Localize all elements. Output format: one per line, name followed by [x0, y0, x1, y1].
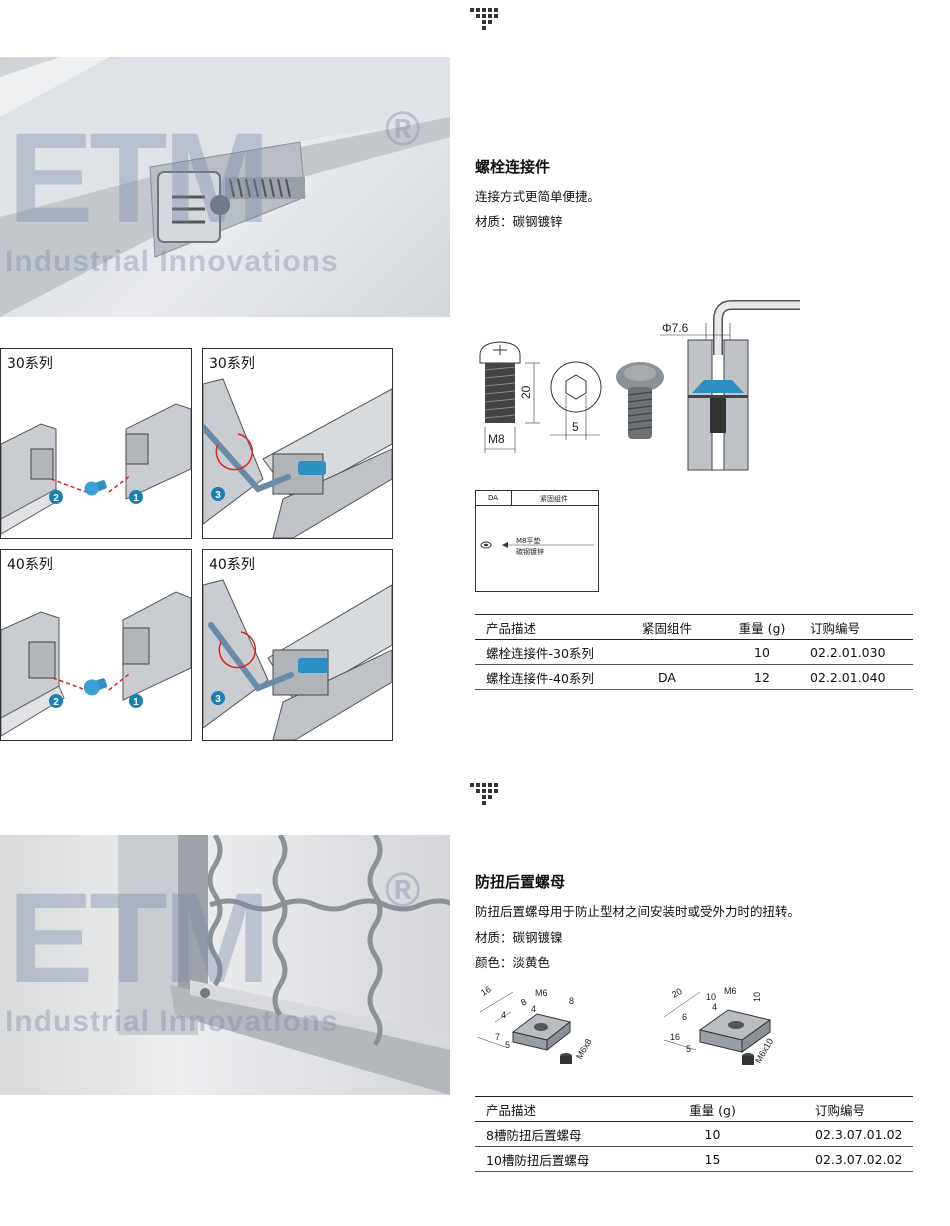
- nut-8-slot-drawing: 16 8 4 M6 8 4 7 5 M6x8: [476, 984, 594, 1064]
- section-title: 防扭后置螺母: [475, 873, 566, 891]
- col-weight: 重量 (g): [738, 620, 786, 636]
- description: 连接方式更简单便捷。: [475, 189, 601, 204]
- svg-text:5: 5: [505, 1040, 510, 1050]
- series-label: 30系列: [209, 356, 255, 372]
- material-text: 材质：碳钢镀锌: [475, 214, 563, 229]
- step-number-2: 2: [53, 493, 59, 504]
- svg-text:6: 6: [682, 1012, 687, 1022]
- svg-text:8: 8: [569, 996, 574, 1006]
- step-number-2: 2: [53, 697, 59, 708]
- svg-text:M6: M6: [724, 986, 737, 996]
- table-row: 10槽防扭后置螺母 15 02.3.07.02.02: [475, 1147, 913, 1172]
- dim-hex: 5: [572, 420, 579, 434]
- anti-twist-nut-photo: ETM ® Industrial Innovations: [0, 835, 450, 1095]
- step-number-3: 3: [215, 490, 221, 501]
- assembly-step-40-insert: 40系列 2 1: [0, 549, 192, 741]
- bolt-connector-table: 产品描述 紧固组件 重量 (g) 订购编号 螺栓连接件-30系列 10 02.2…: [475, 614, 913, 690]
- step-number-1: 1: [133, 697, 139, 708]
- dim-thread: M8: [488, 432, 505, 446]
- watermark-logo: ETM: [8, 867, 270, 1010]
- table-row: 螺栓连接件-40系列 DA 12 02.2.01.040: [475, 665, 913, 690]
- anti-twist-nut-table: 产品描述 重量 (g) 订购编号 8槽防扭后置螺母 10 02.3.07.01.…: [475, 1096, 913, 1172]
- table-row: 螺栓连接件-30系列 10 02.2.01.030: [475, 640, 913, 665]
- section-title: 螺栓连接件: [475, 158, 551, 176]
- step-number-1: 1: [133, 493, 139, 504]
- svg-text:4: 4: [531, 1004, 536, 1014]
- series-label: 40系列: [7, 557, 53, 573]
- svg-text:7: 7: [495, 1032, 500, 1042]
- watermark-tagline: Industrial Innovations: [5, 1005, 339, 1038]
- series-label: 30系列: [7, 356, 53, 372]
- registered-mark: ®: [385, 103, 421, 156]
- svg-text:10: 10: [752, 992, 762, 1002]
- svg-text:M6: M6: [535, 988, 548, 998]
- dim-length: 20: [519, 385, 533, 399]
- brand-mark-icon: [470, 8, 504, 34]
- col-order-no: 订购编号: [815, 1102, 866, 1118]
- svg-text:4: 4: [501, 1010, 506, 1020]
- registered-mark: ®: [385, 864, 421, 917]
- assembly-step-30-tighten: 30系列 3: [202, 348, 393, 539]
- color-text: 颜色：淡黄色: [475, 955, 551, 970]
- watermark-logo: ETM: [8, 107, 270, 250]
- col-order-no: 订购编号: [810, 620, 861, 636]
- col-description: 产品描述: [486, 1102, 537, 1118]
- col-fastener: 紧固组件: [641, 620, 692, 636]
- series-label: 40系列: [209, 557, 255, 573]
- kit-label: 紧固组件: [540, 495, 568, 503]
- watermark-tagline: Industrial Innovations: [5, 245, 339, 278]
- svg-text:M6x8: M6x8: [574, 1037, 594, 1061]
- kit-code: DA: [488, 494, 499, 502]
- svg-text:10: 10: [706, 992, 716, 1002]
- bolt-technical-drawing: 20 M8 5 Φ7.6: [479, 300, 800, 471]
- svg-text:20: 20: [670, 986, 684, 1000]
- svg-text:16: 16: [479, 984, 493, 998]
- col-description: 产品描述: [486, 620, 537, 636]
- svg-text:5: 5: [686, 1044, 691, 1054]
- brand-mark-icon: [470, 783, 504, 809]
- washer-label: M8平垫: [516, 537, 541, 545]
- dim-hole: Φ7.6: [662, 321, 689, 335]
- washer-material: 碳钢镀锌: [516, 548, 544, 556]
- svg-text:16: 16: [670, 1032, 680, 1042]
- fastener-kit-box: DA 紧固组件 M8平垫 碳钢镀锌: [475, 490, 599, 592]
- col-weight: 重量 (g): [689, 1102, 736, 1118]
- table-row: 8槽防扭后置螺母 10 02.3.07.01.02: [475, 1122, 913, 1147]
- assembly-step-40-tighten: 40系列 3: [202, 549, 393, 741]
- svg-text:8: 8: [519, 997, 528, 1008]
- material-text: 材质：碳钢镀镍: [475, 930, 563, 945]
- description: 防扭后置螺母用于防止型材之间安装时或受外力时的扭转。: [475, 904, 801, 919]
- step-number-3: 3: [215, 694, 221, 705]
- svg-text:4: 4: [712, 1002, 717, 1012]
- bolt-connector-photo: ETM ® Industrial Innovations: [0, 57, 450, 317]
- assembly-step-30-insert: 30系列 2 1: [0, 348, 192, 539]
- nut-10-slot-drawing: 20 10 4 M6 10 6 16 5 M6x10: [663, 986, 775, 1065]
